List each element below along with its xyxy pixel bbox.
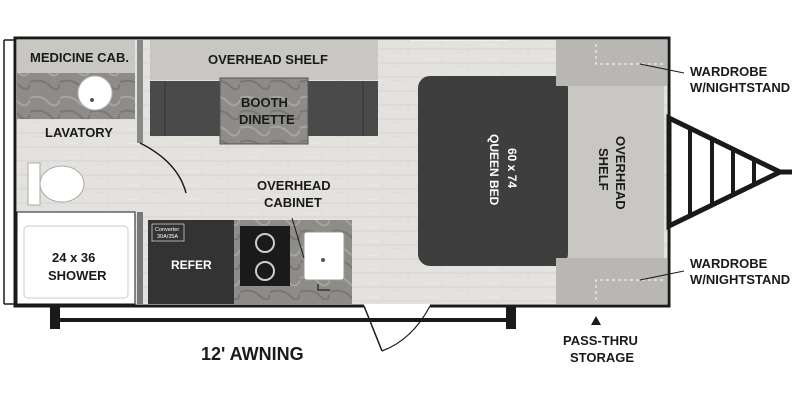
stovetop-icon [240, 226, 290, 286]
queen-bed [418, 76, 568, 266]
wardrobe-top-label-2: W/NIGHTSTAND [690, 80, 790, 95]
lavatory-counter [17, 73, 135, 119]
overhead-shelf-front-label-1: OVERHEAD [613, 136, 628, 210]
overhead-shelf-front-label-2: SHELF [596, 148, 611, 191]
door-swing-icon [139, 142, 187, 194]
storage-label: STORAGE [570, 350, 634, 365]
toilet-icon [27, 162, 85, 206]
wardrobe-bottom-leader [639, 270, 685, 281]
converter-label: Converter [155, 227, 179, 233]
wardrobe-bottom-dash [595, 279, 664, 300]
overhead-shelf-front [568, 86, 664, 258]
sink-icon [77, 75, 113, 111]
awning-end-left [50, 307, 60, 329]
shower-label: SHOWER [48, 268, 107, 283]
awning-end-right [506, 307, 516, 329]
wardrobe-bottom-label-1: WARDROBE [690, 256, 768, 271]
refer-label: REFER [171, 258, 212, 272]
wardrobe-top-leader [639, 63, 685, 74]
entry-door-swing [381, 305, 431, 352]
wardrobe-top [556, 40, 667, 86]
dinette-seat-left [150, 81, 220, 136]
wardrobe-bottom-label-2: W/NIGHTSTAND [690, 272, 790, 287]
pass-thru-arrow-icon [591, 316, 601, 325]
pass-thru-label: PASS-THRU [563, 333, 638, 348]
converter-rating-label: 30A/35A [157, 234, 178, 240]
queen-bed-label: QUEEN BED [487, 134, 501, 206]
dinette-table [219, 77, 309, 145]
shower-size-label: 24 x 36 [52, 250, 95, 265]
awning-label: 12' AWNING [201, 344, 304, 364]
converter-box [151, 223, 185, 242]
overhead-cabinet-leader [291, 217, 305, 259]
wardrobe-top-label-1: WARDROBE [690, 64, 768, 79]
galley-sink-icon [303, 231, 345, 291]
booth-label: BOOTH [241, 95, 288, 110]
dinette-seat-right [308, 81, 378, 136]
overhead-cabinet-label-2: CABINET [264, 195, 322, 210]
entry-door-leaf [363, 305, 383, 352]
dinette-label: DINETTE [239, 112, 295, 127]
overhead-cabinet-label-1: OVERHEAD [257, 178, 331, 193]
tongue-hitch-icon [666, 114, 792, 230]
awning-bar [50, 318, 516, 322]
overhead-shelf-top [150, 40, 378, 80]
queen-bed-size-label: 60 x 74 [505, 148, 519, 188]
wardrobe-bottom [556, 258, 667, 304]
medicine-cabinet [17, 40, 135, 73]
overhead-shelf-top-label: OVERHEAD SHELF [208, 52, 328, 67]
wardrobe-top-dash [595, 44, 664, 65]
shower-pan [23, 225, 129, 299]
medicine-cabinet-label: MEDICINE CAB. [30, 50, 129, 65]
lavatory-label: LAVATORY [45, 125, 113, 140]
